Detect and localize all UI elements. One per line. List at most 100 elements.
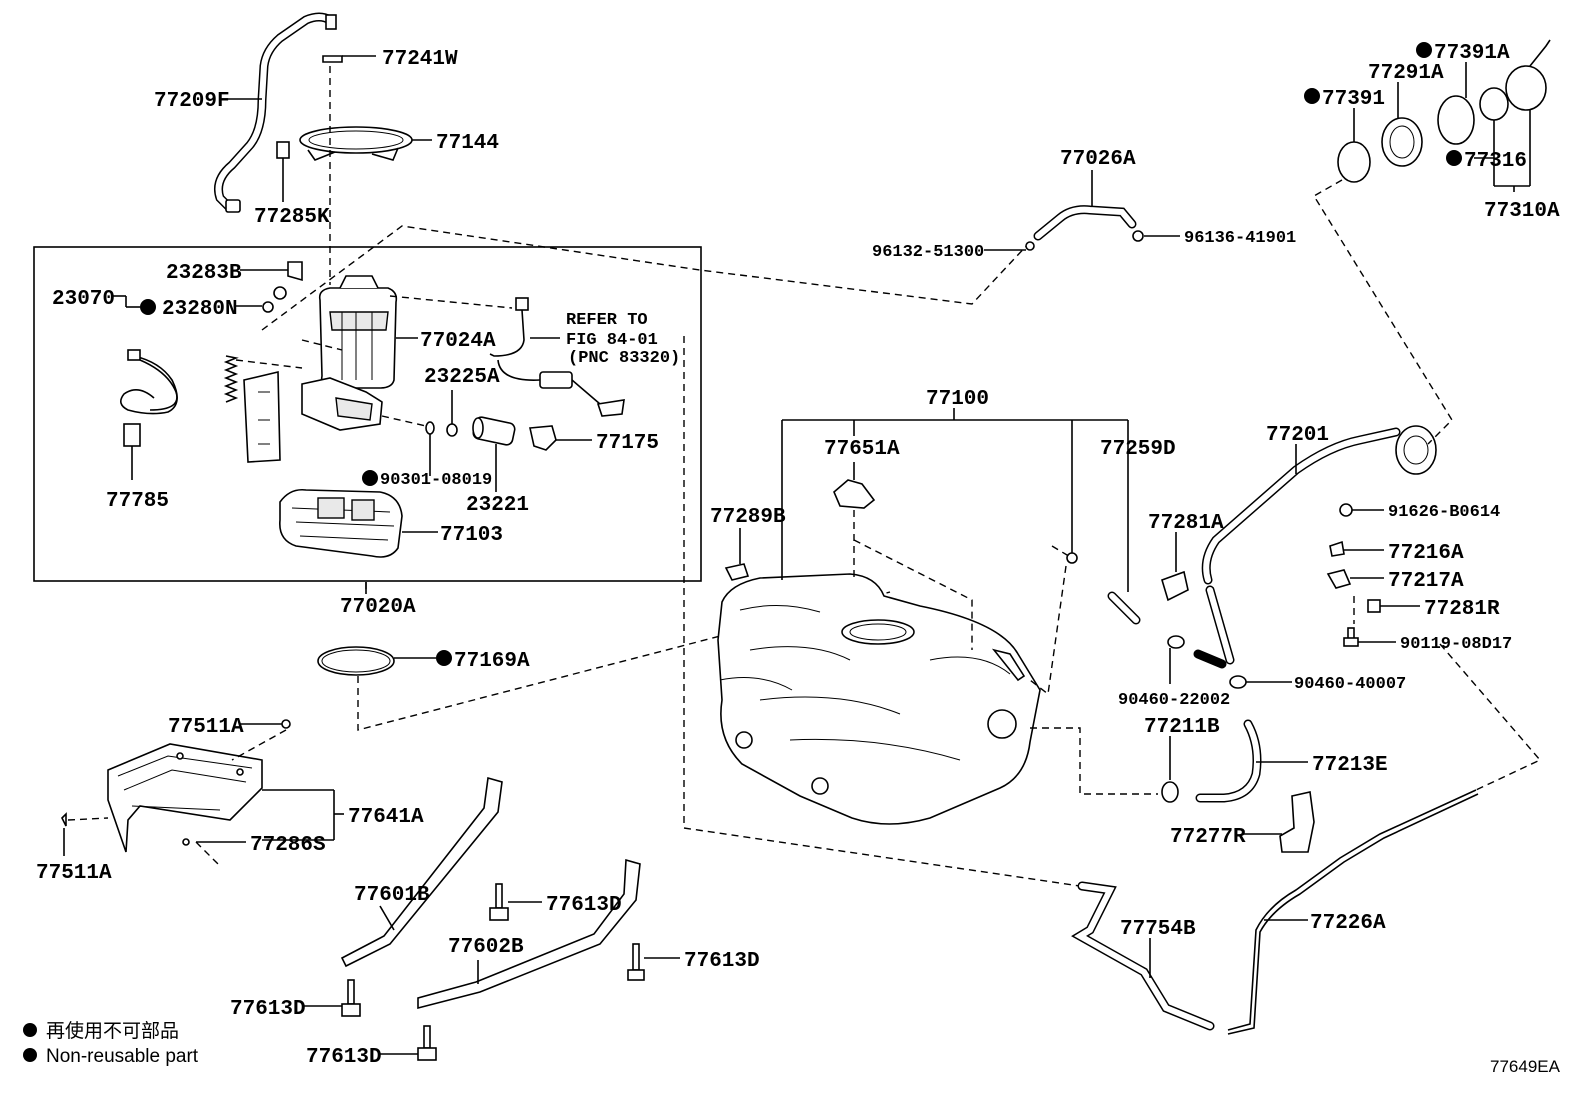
label-23070: 23070: [52, 288, 115, 311]
sub-tank-77103[interactable]: [279, 488, 403, 558]
clip-77241W[interactable]: [322, 55, 343, 63]
spring[interactable]: [223, 355, 239, 403]
gasket-77391[interactable]: [1337, 141, 1371, 183]
clip-77511A-top[interactable]: [281, 719, 291, 729]
part-23225A[interactable]: [446, 423, 458, 437]
label-77281R: 77281R: [1424, 598, 1500, 621]
clamp-77211B[interactable]: [1161, 781, 1179, 803]
label-90301-08019: 90301-08019: [380, 471, 492, 490]
clamp-90460-22002[interactable]: [1167, 635, 1185, 649]
label-77226A: 77226A: [1310, 912, 1386, 935]
nonreusable-dot-77169A: [436, 650, 452, 666]
bolt-77613D-4[interactable]: [417, 1025, 437, 1061]
label-77651A: 77651A: [824, 438, 900, 461]
label-23280N: 23280N: [162, 298, 238, 321]
bolt-77613D-1[interactable]: [489, 883, 509, 921]
label-77511A-bottom: 77511A: [36, 862, 112, 885]
hose-77259D[interactable]: [1107, 591, 1141, 625]
bolt-90119-08D17[interactable]: [1343, 627, 1359, 647]
hose-77213E[interactable]: [1195, 719, 1262, 803]
clip-23283B[interactable]: [287, 261, 303, 282]
label-77316: 77316: [1464, 150, 1527, 173]
label-77613D-1: 77613D: [546, 894, 622, 917]
label-77291A: 77291A: [1368, 62, 1444, 85]
legend-dot-en: [23, 1048, 37, 1062]
clip-77286S[interactable]: [182, 838, 190, 846]
tube-77026A[interactable]: [1033, 205, 1137, 241]
clip-77175[interactable]: [529, 425, 557, 451]
label-77641A: 77641A: [348, 806, 424, 829]
ring-77144[interactable]: [299, 126, 413, 161]
label-77310A: 77310A: [1484, 200, 1560, 223]
label-77100: 77100: [926, 388, 989, 411]
clip-77217A[interactable]: [1326, 569, 1352, 589]
legend-text-jp: 再使用不可部品: [46, 1020, 179, 1042]
filter-23221[interactable]: [472, 416, 516, 446]
oring-90301-08019[interactable]: [425, 421, 435, 435]
gasket-77169A[interactable]: [317, 646, 395, 676]
fuel-cap-77310A[interactable]: [1479, 39, 1551, 121]
label-77391A: 77391A: [1434, 42, 1510, 65]
pump-module-77024A[interactable]: [318, 275, 398, 389]
label-77241W: 77241W: [382, 48, 458, 71]
clip-77281A[interactable]: [1161, 570, 1189, 602]
bracket-77651A[interactable]: [833, 479, 876, 509]
label-77020A: 77020A: [340, 596, 416, 619]
label-77024A: 77024A: [420, 330, 496, 353]
label-77277R: 77277R: [1170, 826, 1246, 849]
label-96136-41901: 96136-41901: [1184, 229, 1296, 248]
label-77511A-top: 77511A: [168, 716, 244, 739]
label-77144: 77144: [436, 132, 499, 155]
clip-96136-41901[interactable]: [1132, 230, 1144, 242]
tube-77209F[interactable]: [214, 12, 337, 213]
nonreusable-dot-90301: [362, 470, 378, 486]
label-77281A: 77281A: [1148, 512, 1224, 535]
label-77613D-2: 77613D: [684, 950, 760, 973]
pump-bracket[interactable]: [243, 370, 281, 463]
clip-77216A[interactable]: [1329, 540, 1345, 557]
part-77277R[interactable]: [1279, 791, 1315, 853]
label-77201: 77201: [1266, 424, 1329, 447]
tube-77754B[interactable]: [1071, 881, 1215, 1031]
gasket-77391A[interactable]: [1437, 95, 1475, 145]
bolt-77613D-3[interactable]: [341, 979, 361, 1017]
sender-harness[interactable]: [489, 297, 625, 417]
fuel-tank-77100[interactable]: [717, 573, 1041, 825]
nonreusable-dot-77391A: [1416, 42, 1432, 58]
pump-assembly-box: [33, 246, 702, 582]
strap-77601B[interactable]: [340, 776, 503, 968]
label-77169A: 77169A: [454, 650, 530, 673]
label-90119-08D17: 90119-08D17: [1400, 635, 1512, 654]
label-77754B: 77754B: [1120, 918, 1196, 941]
grommet-23280N[interactable]: [262, 286, 287, 313]
label-90460-40007: 90460-40007: [1294, 675, 1406, 694]
label-90460-22002: 90460-22002: [1118, 691, 1230, 710]
strap-77602B[interactable]: [417, 858, 641, 1010]
fuel-pump-body[interactable]: [301, 377, 383, 431]
label-77602B: 77602B: [448, 936, 524, 959]
bolt-77613D-2[interactable]: [627, 943, 645, 981]
bolt-91626-B0614[interactable]: [1339, 503, 1353, 517]
illustration-code: 77649EA: [1490, 1057, 1561, 1076]
cap-seat-77291A[interactable]: [1381, 117, 1423, 167]
label-77391: 77391: [1322, 88, 1385, 111]
tube-77226A[interactable]: [1227, 789, 1479, 1035]
clip-77289B[interactable]: [724, 563, 750, 581]
label-77601B: 77601B: [354, 884, 430, 907]
refer-line-2: FIG 84-01: [566, 331, 658, 350]
label-77785: 77785: [106, 490, 169, 513]
label-77216A: 77216A: [1388, 542, 1464, 565]
clip-77281R[interactable]: [1367, 599, 1381, 613]
label-77026A: 77026A: [1060, 148, 1136, 171]
shield-77641A[interactable]: [107, 743, 263, 853]
harness-77785[interactable]: [120, 349, 178, 447]
clamp-90460-40007[interactable]: [1229, 675, 1247, 689]
legend-dot-jp: [23, 1023, 37, 1037]
label-23221: 23221: [466, 494, 529, 517]
label-77259D: 77259D: [1100, 438, 1176, 461]
clip-77285K[interactable]: [276, 141, 290, 159]
label-77209F: 77209F: [154, 90, 230, 113]
clip-96132-51300[interactable]: [1025, 241, 1035, 251]
clip-77511A-bottom[interactable]: [61, 812, 67, 827]
